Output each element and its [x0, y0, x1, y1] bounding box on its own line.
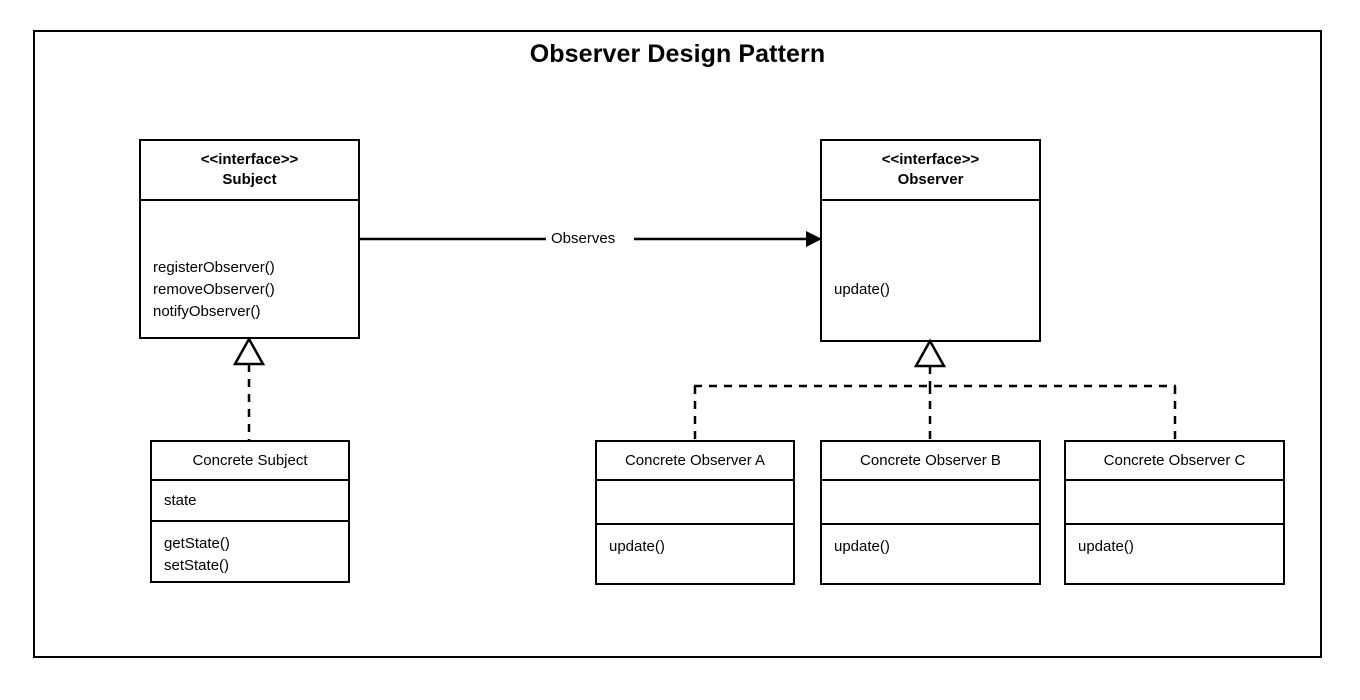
class-name-subject: Subject — [222, 171, 277, 188]
class-box-concrete-observer-b[interactable]: Concrete Observer B update() — [820, 440, 1041, 585]
class-box-observer[interactable]: <<interface>> Observer update() — [820, 139, 1041, 342]
attribute-item: state — [164, 492, 197, 509]
class-box-concrete-subject[interactable]: Concrete Subject state getState() setSta… — [150, 440, 350, 583]
class-methods-concrete-subject: getState() setState() — [152, 520, 348, 585]
class-header-concrete-observer-c: Concrete Observer C — [1066, 442, 1283, 479]
method-item: update() — [834, 281, 890, 298]
method-item: update() — [834, 538, 890, 555]
class-name-concrete-subject: Concrete Subject — [192, 452, 308, 469]
method-item: notifyObserver() — [153, 303, 261, 320]
stereotype-observer: <<interface>> — [881, 151, 980, 168]
class-header-subject: <<interface>> Subject — [141, 141, 358, 199]
method-item: removeObserver() — [153, 281, 275, 298]
class-methods-concrete-observer-b: update() — [822, 523, 1039, 587]
class-methods-concrete-observer-a: update() — [597, 523, 793, 587]
class-box-subject[interactable]: <<interface>> Subject registerObserver()… — [139, 139, 360, 339]
method-item: setState() — [164, 557, 230, 574]
method-item: getState() — [164, 535, 230, 552]
class-attributes-concrete-observer-b — [822, 479, 1039, 523]
class-name-concrete-observer-c: Concrete Observer C — [1103, 452, 1246, 469]
stereotype-subject: <<interface>> — [200, 151, 299, 168]
class-name-concrete-observer-a: Concrete Observer A — [624, 452, 766, 469]
class-header-concrete-observer-b: Concrete Observer B — [822, 442, 1039, 479]
class-attributes-concrete-subject: state — [152, 479, 348, 520]
class-attributes-concrete-observer-a — [597, 479, 793, 523]
diagram-title: Observer Design Pattern — [529, 40, 826, 68]
method-item: update() — [1078, 538, 1134, 555]
class-name-observer: Observer — [897, 171, 964, 188]
edge-label-observes: Observes — [548, 231, 619, 247]
class-box-concrete-observer-c[interactable]: Concrete Observer C update() — [1064, 440, 1285, 585]
class-header-concrete-subject: Concrete Subject — [152, 442, 348, 479]
class-attributes-concrete-observer-c — [1066, 479, 1283, 523]
class-header-concrete-observer-a: Concrete Observer A — [597, 442, 793, 479]
class-name-concrete-observer-b: Concrete Observer B — [860, 452, 1001, 469]
class-methods-concrete-observer-c: update() — [1066, 523, 1283, 587]
method-item: registerObserver() — [153, 259, 275, 276]
class-methods-observer: update() — [822, 199, 1039, 340]
method-item: update() — [609, 538, 665, 555]
class-header-observer: <<interface>> Observer — [822, 141, 1039, 199]
class-box-concrete-observer-a[interactable]: Concrete Observer A update() — [595, 440, 795, 585]
class-methods-subject: registerObserver() removeObserver() noti… — [141, 199, 358, 337]
